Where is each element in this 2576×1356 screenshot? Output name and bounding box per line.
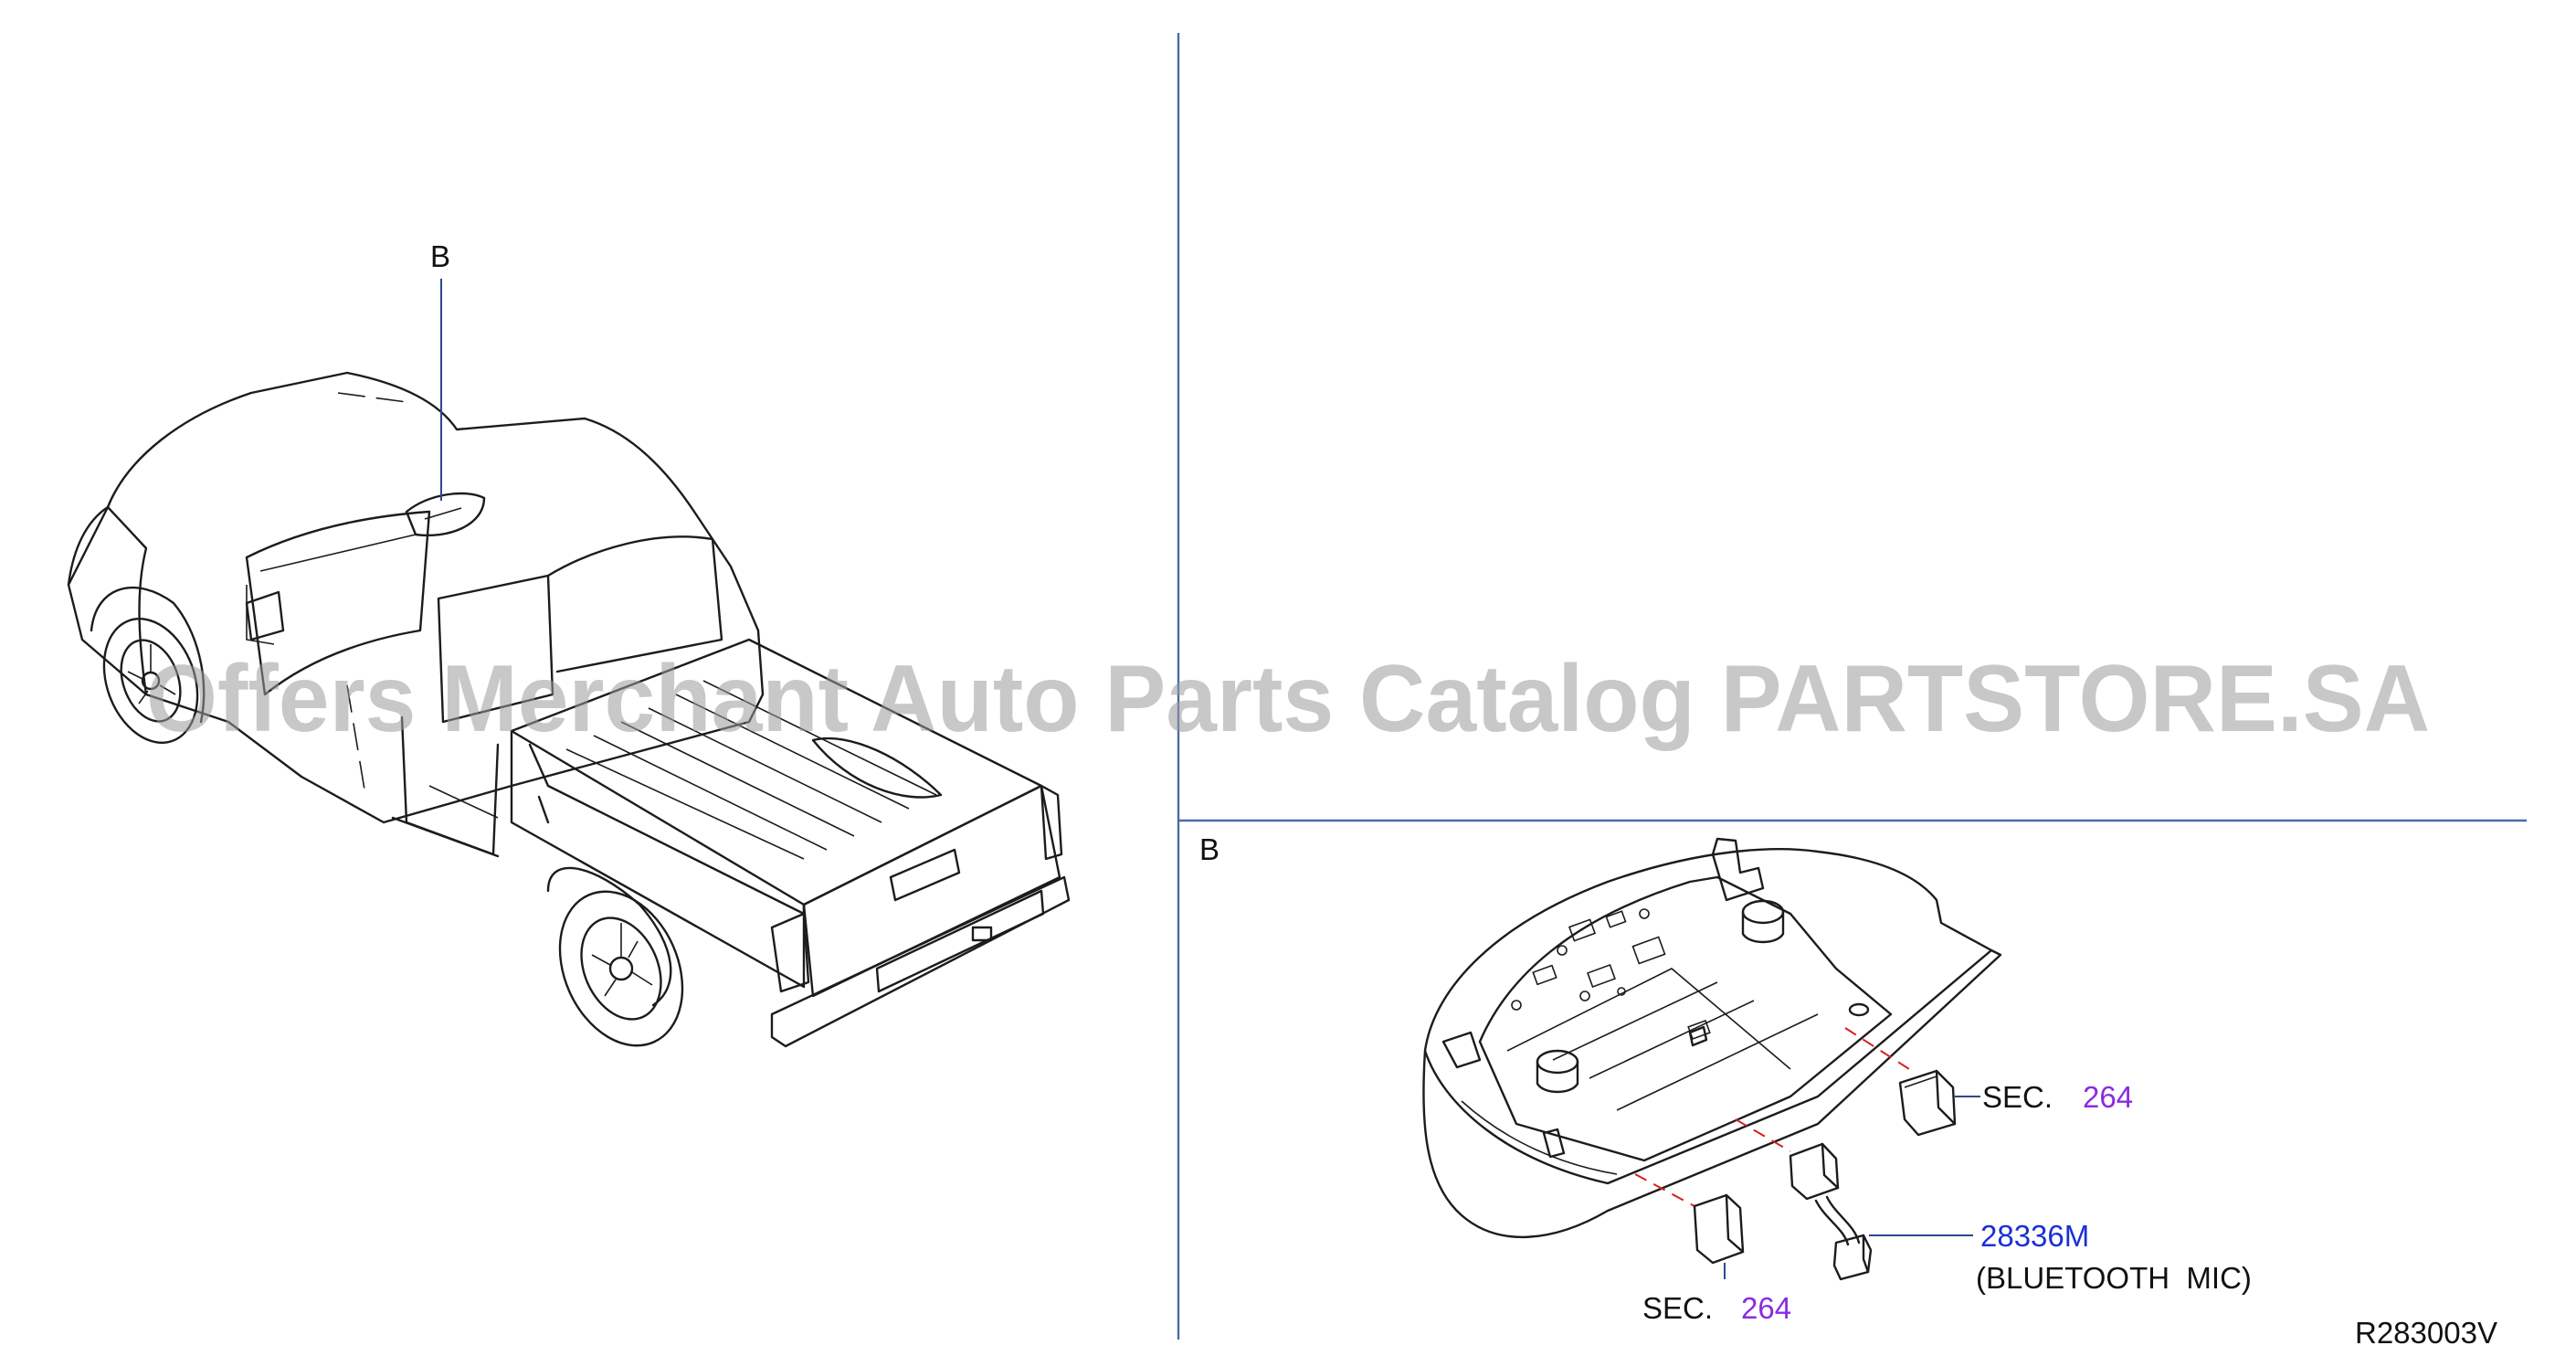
sec-lower-number[interactable]: 264 [1741,1291,1791,1325]
hidden-line-mic [1735,1118,1791,1152]
sec-upper-number[interactable]: 264 [2083,1080,2133,1114]
sec-upper-connector [1898,1069,1957,1137]
part-description: (BLUETOOTH MIC) [1976,1261,2252,1295]
sec-upper-prefix: SEC. [1982,1080,2053,1114]
watermark: Offers Merchant Auto Parts Catalog PARTS… [146,646,2430,752]
vehicle-view-label: B [430,239,450,273]
sec-lower-prefix: SEC. [1642,1291,1713,1325]
pickup-truck-drawing [67,371,1071,1048]
hidden-line-lower [1634,1173,1695,1207]
sec-lower-callout: SEC. 264 [1642,1291,1791,1325]
sec-upper-callout: SEC. 264 [1982,1080,2133,1114]
drawing-id: R283003V [2355,1316,2497,1350]
bluetooth-mic-component [1789,1142,1873,1281]
part-number-link[interactable]: 28336M [1980,1219,2089,1253]
hidden-line-upper [1844,1027,1910,1070]
detail-view-label: B [1199,832,1219,866]
part-callout: 28336M (BLUETOOTH MIC) [1976,1219,2252,1295]
sec-lower-connector [1693,1193,1745,1265]
overhead-console-drawing [1422,837,2002,1238]
